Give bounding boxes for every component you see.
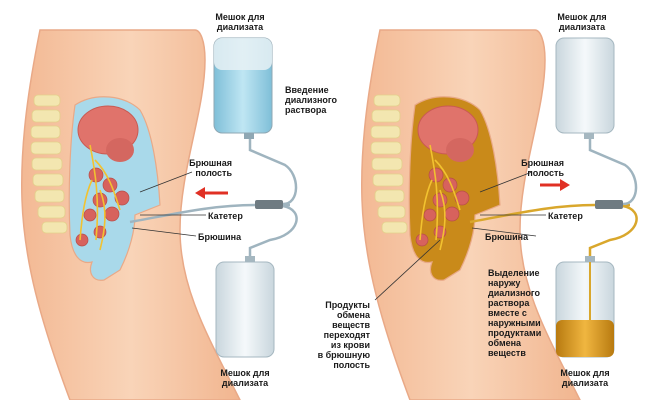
left-tube-down: [248, 204, 298, 260]
left-inflow-label: Введение диализного раствора: [285, 85, 338, 115]
left-tube-up: [248, 138, 298, 206]
left-bag-top: [213, 37, 273, 139]
left-stomach: [106, 138, 134, 162]
right-bag-bottom: [555, 256, 615, 358]
right-bag-top: [555, 37, 615, 139]
right-catheter-label: Катетер: [548, 211, 583, 221]
right-peritoneum-label: Брюшина: [485, 232, 529, 242]
right-bag-top-label: Мешок для диализата: [557, 12, 607, 32]
left-vessels: [79, 144, 121, 251]
right-stomach: [446, 138, 474, 162]
right-waste-label: Продукты обмена веществ переходят из кро…: [317, 300, 370, 370]
right-spine: [370, 94, 408, 234]
left-arrow: [195, 187, 228, 199]
right-arrow: [540, 179, 570, 191]
right-cavity-label: Брюшная полость: [521, 158, 564, 178]
left-cavity-label: Брюшная полость: [189, 158, 232, 178]
right-tube-down: [588, 204, 638, 262]
right-catheter-connector: [595, 200, 623, 209]
left-leaders: [131, 171, 206, 237]
left-peritoneum-label: Брюшина: [198, 232, 242, 242]
left-bag-top-label: Мешок для диализата: [215, 12, 265, 32]
right-panel: [361, 29, 638, 401]
left-bag-bottom: [215, 256, 275, 358]
right-tube-up: [588, 138, 638, 206]
left-catheter-connector: [255, 200, 283, 209]
left-spine: [30, 94, 68, 234]
right-bag-bottom-label: Мешок для диализата: [560, 368, 610, 388]
left-panel: [21, 29, 298, 401]
right-vessels: [419, 144, 461, 251]
right-outflow-label: Выделение наружу диализного раствора вме…: [488, 268, 542, 358]
right-leaders: [374, 171, 546, 301]
left-catheter-label: Катетер: [208, 211, 243, 221]
left-bag-bottom-label: Мешок для диализата: [220, 368, 270, 388]
right-catheter: [469, 203, 630, 224]
left-catheter: [129, 203, 290, 224]
